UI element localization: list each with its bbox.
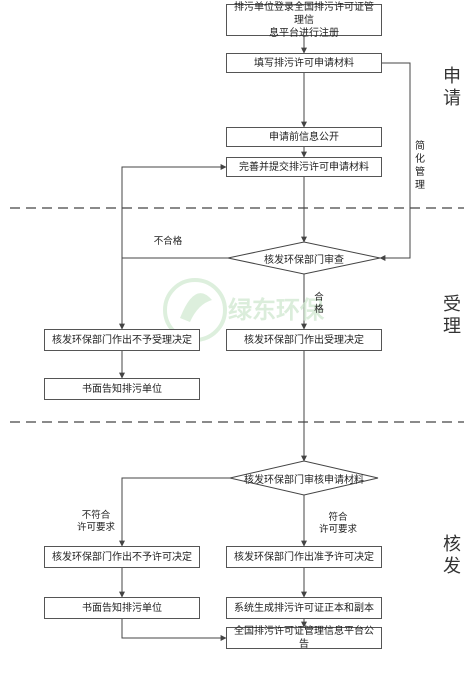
decision-review-material-shape xyxy=(229,460,379,496)
decision-review-shape xyxy=(227,241,381,275)
edge-simplified xyxy=(379,62,411,261)
box-start: 排污单位登录全国排污许可证管理信 息平台进行注册 xyxy=(226,2,382,39)
box-publicize: 申请前信息公开 xyxy=(226,127,382,147)
box-generate-certificate: 系统生成排污许可证正本和副本 xyxy=(226,597,382,619)
box-notify-reject-permit: 书面告知排污单位 xyxy=(44,597,200,619)
label-unqualified: 不合格 xyxy=(153,236,183,247)
box-fill-application: 填写排污许可申请材料 xyxy=(226,53,382,73)
label-not-meet: 不符合 许可要求 xyxy=(76,510,115,533)
decision-review-label: 核发环保部门审查 xyxy=(264,254,344,266)
label-qualified: 合 格 xyxy=(314,292,324,315)
box-reject-acceptance: 核发环保部门作出不予受理决定 xyxy=(44,329,200,351)
box-announce: 全国排污许可证管理信息平台公告 xyxy=(226,626,382,650)
edge-review2-notmeet xyxy=(119,477,230,547)
section-apply: 申 请 xyxy=(443,66,461,109)
section-issue: 核 发 xyxy=(443,534,461,577)
watermark-text: 绿东环保 xyxy=(228,296,324,324)
box-approve-permit: 核发环保部门作出准予许可决定 xyxy=(226,546,382,568)
label-simplified-management: 简 化 管 理 xyxy=(415,141,425,191)
label-meet: 符合 许可要求 xyxy=(318,512,357,535)
box-acceptance: 核发环保部门作出受理决定 xyxy=(226,329,382,351)
box-reject-permit: 核发环保部门作出不予许可决定 xyxy=(44,546,200,568)
edge-unqualified-loop xyxy=(121,164,228,259)
edge-notify-announce xyxy=(121,619,227,641)
box-submit: 完善并提交排污许可申请材料 xyxy=(226,157,382,177)
decision-review-material-label: 核发环保部门审核申请材料 xyxy=(244,474,364,486)
box-notify-reject-acceptance: 书面告知排污单位 xyxy=(44,378,200,400)
section-accept: 受 理 xyxy=(443,294,461,337)
